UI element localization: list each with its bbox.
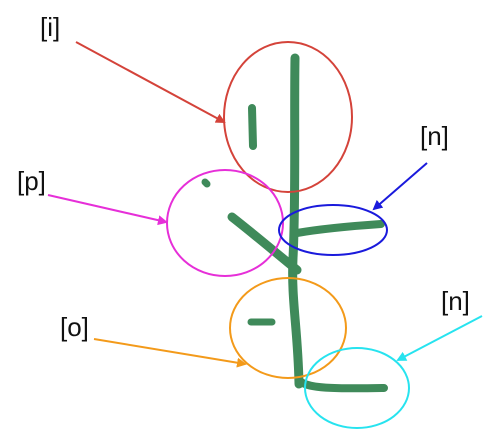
n-top-stroke bbox=[293, 220, 385, 237]
p-circle bbox=[166, 169, 284, 277]
main-vertical-stroke bbox=[288, 53, 304, 389]
i-arrow bbox=[75, 41, 226, 123]
n-top-arrow bbox=[372, 162, 428, 211]
label-o: [o] bbox=[60, 312, 89, 342]
o-arrow bbox=[93, 338, 247, 368]
label-p: [p] bbox=[17, 166, 46, 196]
label-n-top: [n] bbox=[420, 121, 449, 151]
p-arrow bbox=[47, 194, 168, 226]
label-i: [i] bbox=[40, 12, 60, 42]
n-bottom-stroke bbox=[297, 378, 388, 393]
n-top-circle bbox=[278, 204, 388, 256]
n-bottom-arrow bbox=[396, 315, 483, 361]
i-short-stroke bbox=[248, 104, 257, 150]
label-n-bottom: [n] bbox=[441, 286, 470, 316]
p-dot bbox=[201, 178, 211, 188]
i-circle bbox=[223, 41, 353, 193]
n-bottom-circle bbox=[304, 347, 410, 429]
o-circle bbox=[229, 277, 347, 379]
p-diagonal-stroke bbox=[227, 212, 302, 275]
handwritten-strokes bbox=[201, 53, 388, 393]
